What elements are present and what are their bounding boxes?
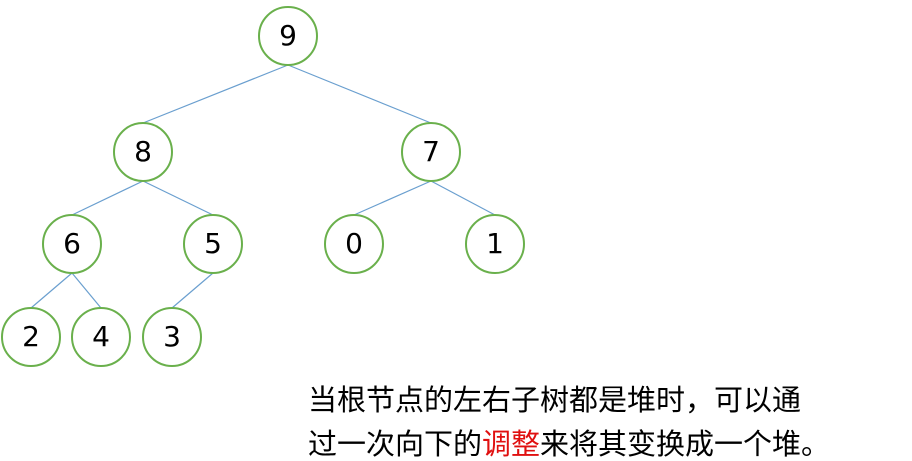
- tree-edge: [430, 180, 496, 216]
- node-label: 9: [279, 19, 297, 52]
- node-circle: [42, 214, 102, 274]
- caption-highlight-adjust: 调整: [482, 427, 541, 461]
- tree-node: 6: [42, 214, 102, 274]
- tree-node: 7: [401, 122, 461, 182]
- node-circle: [401, 122, 461, 182]
- node-circle: [113, 122, 173, 182]
- tree-edge: [142, 64, 289, 124]
- node-label: 5: [204, 227, 222, 260]
- tree-edge: [30, 272, 73, 309]
- caption-line-2-start: 过一次向下的: [308, 427, 483, 461]
- tree-edge: [71, 272, 102, 309]
- tree-node: 4: [71, 307, 131, 367]
- tree-node: 0: [324, 214, 384, 274]
- tree-edge: [142, 180, 214, 216]
- node-circle: [1, 307, 61, 367]
- tree-edge: [171, 272, 214, 309]
- tree-node: 8: [113, 122, 173, 182]
- node-circle: [71, 307, 131, 367]
- tree-node: 2: [1, 307, 61, 367]
- node-label: 0: [345, 227, 363, 260]
- tree-node: 9: [258, 6, 318, 66]
- tree-edge: [287, 64, 432, 124]
- node-label: 1: [486, 227, 504, 260]
- caption-line-2-end: 来将其变换成一个堆。: [540, 427, 831, 461]
- tree-node: 5: [183, 214, 243, 274]
- tree-edge: [71, 180, 144, 216]
- node-circle: [258, 6, 318, 66]
- tree-edges: [30, 64, 496, 309]
- node-circle: [465, 214, 525, 274]
- node-label: 3: [163, 320, 181, 353]
- tree-node: 3: [142, 307, 202, 367]
- node-circle: [183, 214, 243, 274]
- tree-nodes: 9 8 7 6 5 0 1 2 4 3: [1, 6, 525, 367]
- caption: 当根节点的左右子树都是堆时，可以通 过一次向下的调整来将其变换成一个堆。: [308, 378, 908, 461]
- node-label: 6: [63, 227, 81, 260]
- node-label: 2: [22, 320, 40, 353]
- tree-node: 1: [465, 214, 525, 274]
- caption-line-1: 当根节点的左右子树都是堆时，可以通: [308, 383, 802, 417]
- node-circle: [142, 307, 202, 367]
- tree-edge: [353, 180, 432, 216]
- node-label: 7: [422, 135, 440, 168]
- caption-line-2: 过一次向下的调整来将其变换成一个堆。: [308, 422, 908, 461]
- node-label: 8: [134, 135, 152, 168]
- node-circle: [324, 214, 384, 274]
- node-label: 4: [92, 320, 110, 353]
